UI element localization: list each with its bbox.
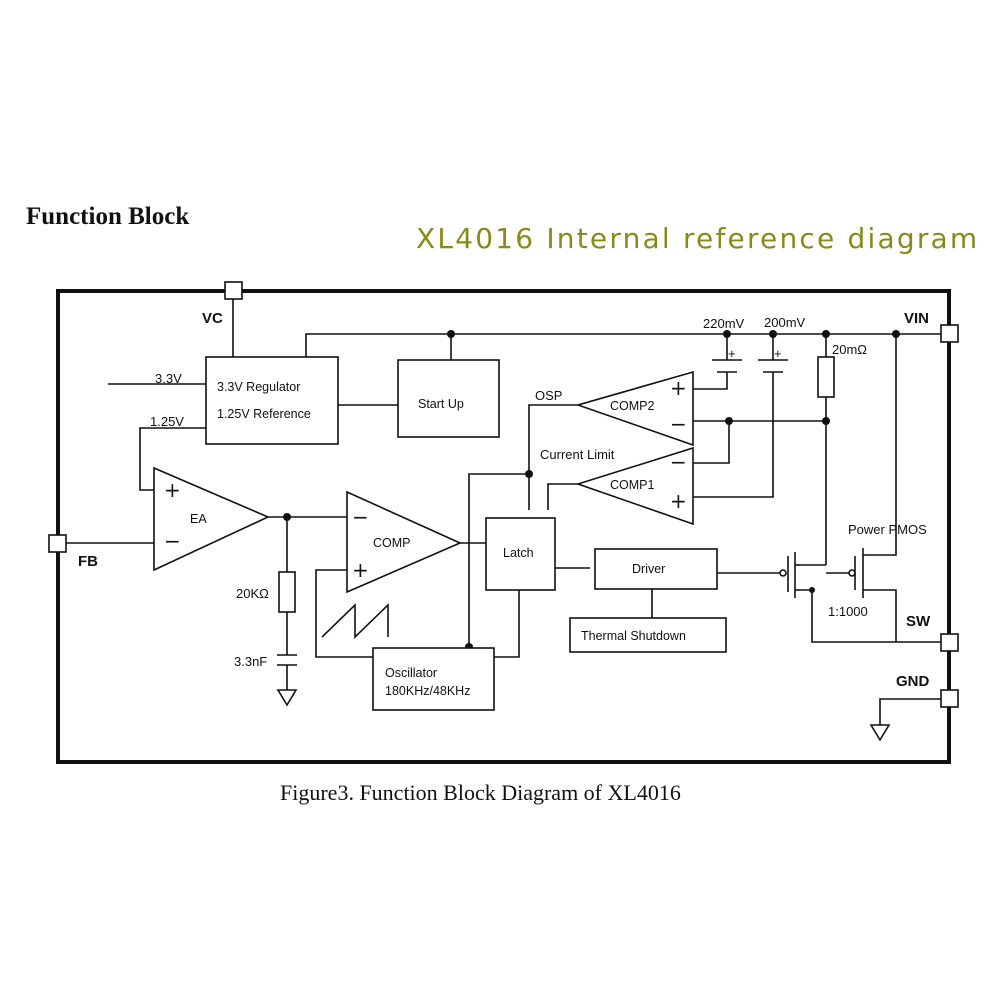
comp1-plus: + [670,489,687,513]
ea-amplifier: EA + − [153,466,270,572]
ground-symbol-rc [276,689,298,707]
comp-plus: + [352,558,369,582]
gnd-pin [940,689,959,708]
comp2-minus: − [670,412,687,436]
diagram-banner: XL4016 Internal reference diagram [416,222,980,255]
driver-block: Driver [594,548,718,590]
comp2-plus: + [670,376,687,400]
source-200mv: + [758,346,788,373]
svg-text:+: + [774,346,782,361]
comp2-label: COMP2 [610,399,655,413]
label-ratio: 1:1000 [828,604,868,619]
oscillator-label-2: 180KHz/48KHz [385,684,470,698]
startup-block: Start Up [397,359,500,438]
label-rsense: 20mΩ [832,342,867,357]
label-current-limit: Current Limit [540,447,615,462]
startup-label: Start Up [418,397,464,411]
regulator-label-2: 1.25V Reference [217,407,311,421]
comp1-minus: − [670,450,687,474]
label-osp: OSP [535,388,562,403]
fb-pin [48,534,67,553]
svg-text:+: + [728,346,736,361]
regulator-block: 3.3V Regulator 1.25V Reference [205,356,339,445]
ea-plus: + [164,478,181,502]
ea-label: EA [190,512,207,526]
vin-pin [940,324,959,343]
wiring [66,299,941,725]
page-title: Function Block [26,203,190,230]
label-power-pmos: Power PMOS [848,522,927,537]
vc-pin [224,281,243,300]
power-pmos [826,548,865,598]
label-200mv: 200mV [764,315,806,330]
sense-mosfet [779,552,800,598]
comp-minus: − [352,505,369,529]
oscillator-label-1: Oscillator [385,666,437,680]
comp1-label: COMP1 [610,478,655,492]
figure-caption: Figure3. Function Block Diagram of XL401… [280,780,681,805]
junction-dots [283,330,900,651]
sense-resistor [817,356,835,398]
ground-symbol-gnd [869,724,891,742]
label-220mv: 220mV [703,316,745,331]
fb-label: FB [78,553,98,570]
comp2-amplifier: COMP2 + − [575,370,694,447]
comp-amplifier: COMP − + [346,490,462,594]
regulator-label-1: 3.3V Regulator [217,380,300,394]
latch-block: Latch [485,517,556,591]
label-3v3: 3.3V [155,371,182,386]
label-20k: 20KΩ [236,586,269,601]
resistor-20k [278,571,296,613]
chip-outline [56,289,951,764]
ea-minus: − [164,529,181,553]
label-3n3: 3.3nF [234,654,267,669]
sw-label: SW [906,613,931,630]
source-220mv: + [712,346,742,373]
thermal-block: Thermal Shutdown [569,617,727,653]
capacitor-3n3 [277,654,297,666]
latch-label: Latch [503,546,534,560]
gnd-label: GND [896,673,930,690]
vin-label: VIN [904,310,929,327]
vc-label: VC [202,310,223,327]
label-1v25: 1.25V [150,414,184,429]
comp-label: COMP [373,536,411,550]
driver-label: Driver [632,562,665,576]
ramp-waveform [321,603,389,639]
oscillator-block: Oscillator 180KHz/48KHz [372,647,495,711]
sw-pin [940,633,959,652]
comp1-amplifier: COMP1 − + [575,446,694,526]
thermal-label: Thermal Shutdown [581,629,686,643]
